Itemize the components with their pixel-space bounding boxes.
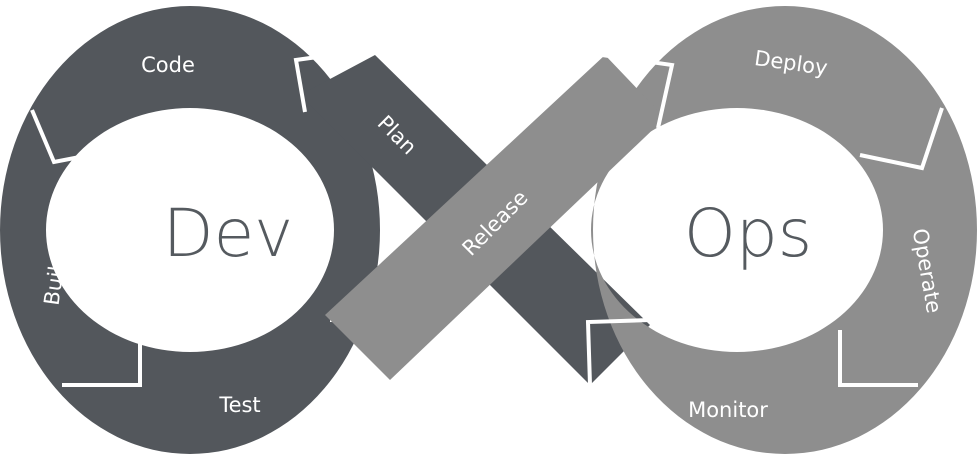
divider-deploy-operate (859, 107, 944, 171)
ops-ring (591, 6, 977, 454)
stage-label-monitor: Monitor (688, 398, 768, 422)
divider-build-test (62, 335, 142, 387)
stage-label-code: Code (141, 53, 195, 77)
dev-loop (0, 6, 650, 454)
ops-title: Ops (684, 195, 812, 272)
divider-operate-monitor (838, 330, 918, 387)
divider-release-deploy (601, 53, 675, 129)
stage-label-test: Test (218, 393, 260, 417)
divider-plan-code (293, 48, 369, 113)
ops-segment-dividers (585, 53, 944, 387)
divider-code-build (30, 109, 117, 165)
divider-monitor-plan (585, 318, 651, 386)
dev-ring (0, 6, 380, 454)
ops-crossover-band (325, 55, 665, 380)
ops-loop (325, 6, 977, 454)
dev-title: Dev (163, 195, 294, 272)
